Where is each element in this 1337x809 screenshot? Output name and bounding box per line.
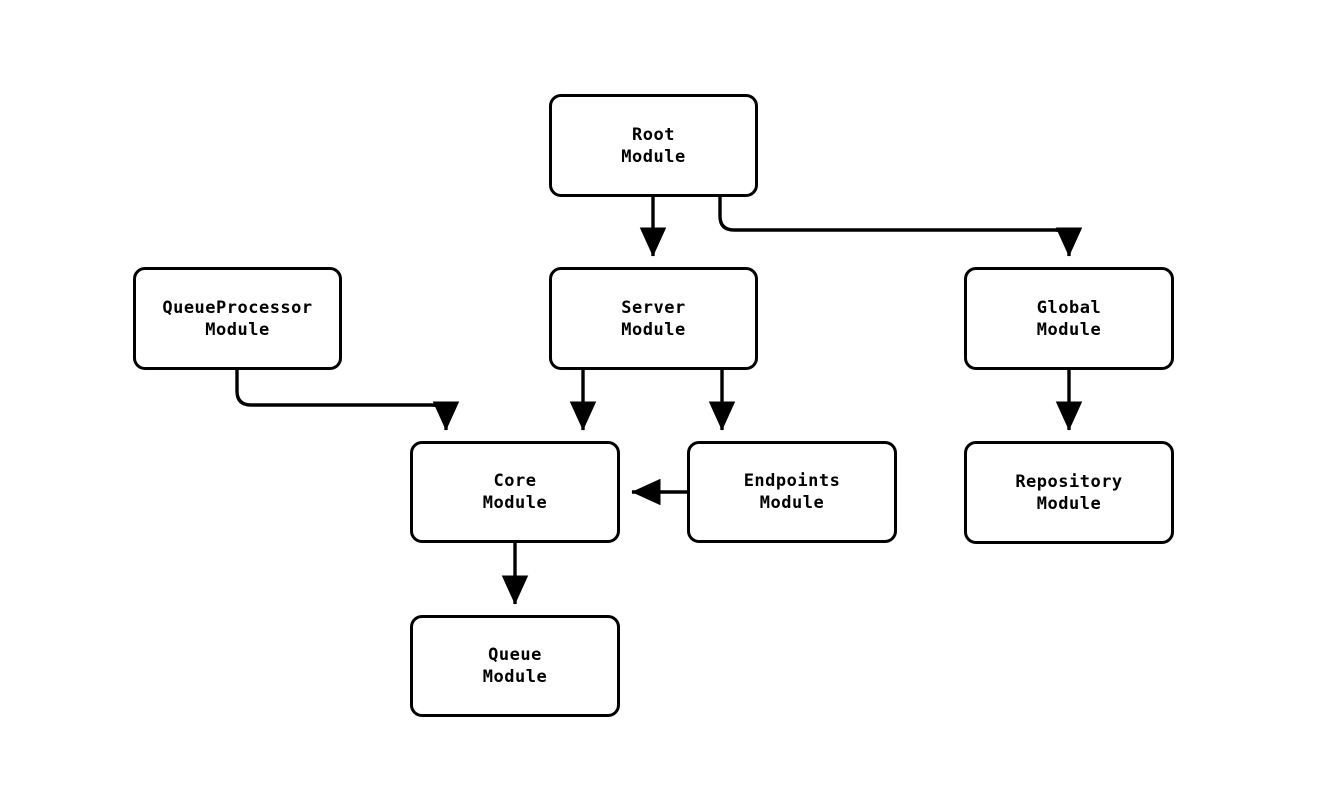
edge-root-to-global [718,197,1083,257]
node-core-subtitle: Module [482,493,548,513]
node-core-title: Core [493,471,537,491]
node-queueprocessor-subtitle: Module [205,319,270,340]
node-root-title: Root [632,124,675,145]
node-repository-subtitle: Module [1036,493,1102,514]
node-repository-title: Repository [1015,471,1123,492]
node-global-title: Global [1036,297,1102,318]
node-queue-subtitle: Module [482,667,548,687]
edge-queueprocessor-to-core [235,370,460,431]
node-server-subtitle: Module [621,319,686,340]
node-queue-title: Queue [488,645,542,665]
node-endpoints-title: Endpoints [743,471,841,491]
node-server-title: Server [621,297,686,318]
node-queueprocessor-title: QueueProcessor [162,297,313,318]
node-global-subtitle: Module [1036,319,1102,340]
node-endpoints-subtitle: Module [759,493,825,513]
node-root-subtitle: Module [621,146,686,167]
